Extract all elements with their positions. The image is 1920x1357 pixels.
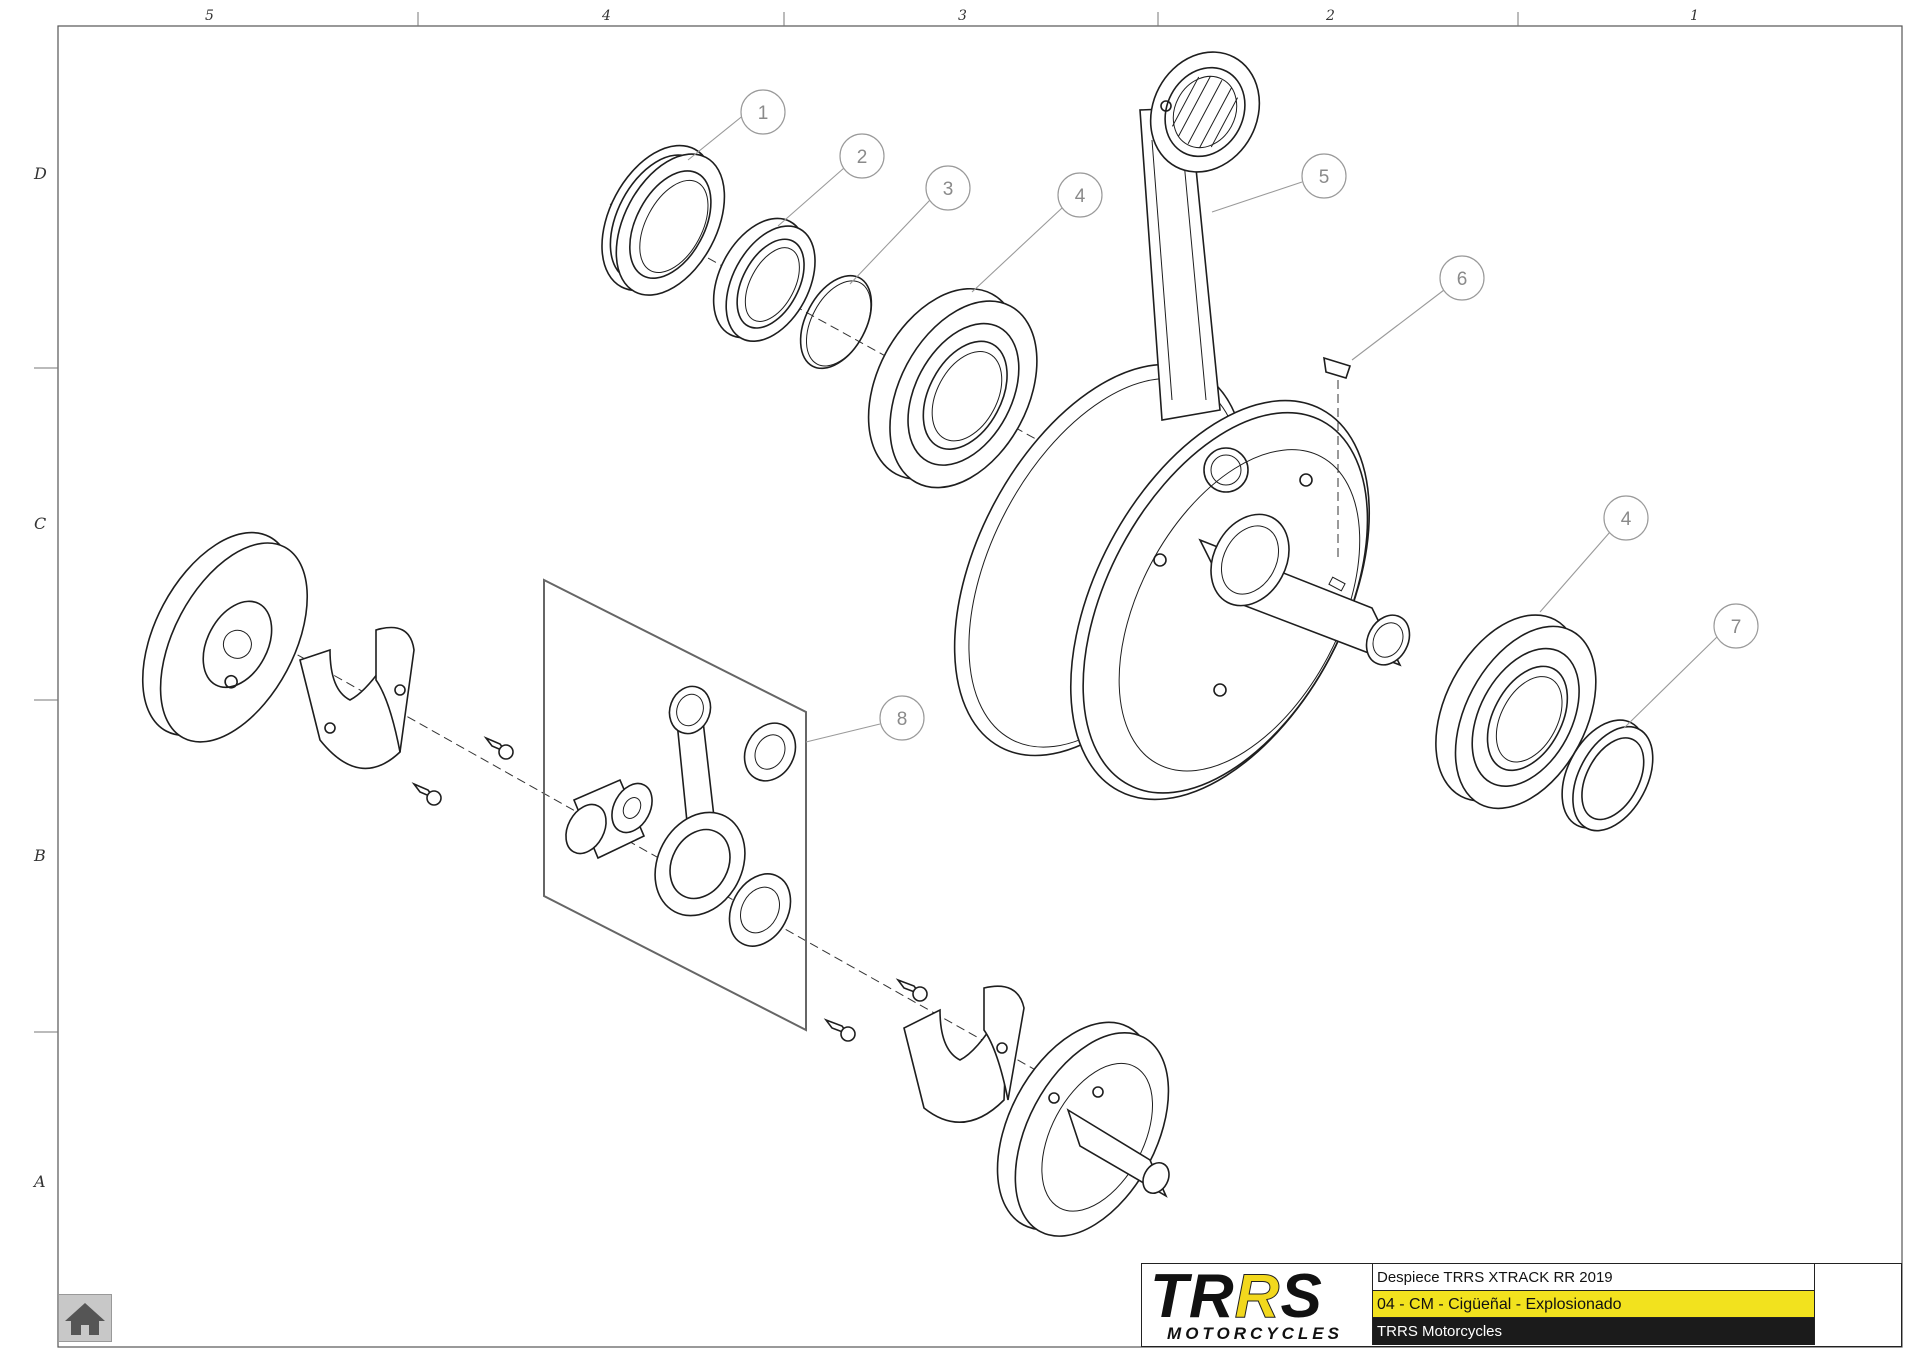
right-flywheel-half	[996, 1021, 1170, 1237]
small-end-bearing	[743, 722, 797, 782]
left-flywheel-half	[141, 531, 309, 743]
drawing-title: Despiece TRRS XTRACK RR 2019	[1373, 1264, 1814, 1291]
woodruff-key-6	[1323, 356, 1352, 560]
callout-4a: 4	[971, 172, 1103, 293]
svg-text:7: 7	[1731, 617, 1742, 638]
callout-7: 7	[1623, 603, 1759, 729]
bearing-4-lower	[1435, 614, 1597, 810]
emblem-cell	[1814, 1264, 1901, 1345]
svg-text:8: 8	[897, 709, 908, 730]
home-icon	[65, 1303, 105, 1335]
screw-upper-right	[895, 978, 928, 1002]
screw-upper-left	[483, 736, 514, 760]
home-button[interactable]	[58, 1294, 112, 1342]
crankshaft-assembly	[953, 51, 1411, 801]
zone-top-5: 5	[205, 8, 214, 24]
connecting-rod-5	[1139, 51, 1261, 421]
svg-text:2: 2	[857, 147, 868, 168]
oil-seal-7	[1561, 719, 1654, 832]
trrs-logo: TRRS MOTORCYCLES	[1142, 1264, 1373, 1345]
svg-text:3: 3	[943, 179, 954, 200]
drawing-frame	[57, 25, 1903, 1348]
zone-top-3: 3	[958, 8, 967, 24]
callout-8: 8	[805, 695, 925, 743]
drawing-subtitle: 04 - CM - Cigüeñal - Explosionado	[1373, 1291, 1814, 1318]
logo-wordmark: TRRS	[1150, 1262, 1323, 1331]
callout-3: 3	[849, 165, 971, 285]
svg-text:6: 6	[1457, 269, 1468, 290]
right-counterweight	[903, 985, 1025, 1123]
callout-1: 1	[687, 89, 786, 161]
o-ring-3	[799, 274, 873, 370]
callout-5: 5	[1211, 153, 1347, 213]
svg-text:1: 1	[758, 103, 769, 124]
drawing-company: TRRS Motorcycles	[1373, 1318, 1814, 1345]
zone-left-d: D	[34, 164, 47, 183]
zone-top-1: 1	[1690, 8, 1699, 24]
svg-text:4: 4	[1075, 186, 1086, 207]
screw-lower-left	[411, 782, 442, 806]
zone-left-a: A	[34, 1172, 46, 1191]
left-counterweight	[299, 626, 415, 770]
zone-left-c: C	[34, 514, 47, 533]
callout-2: 2	[777, 133, 885, 227]
callout-4b: 4	[1539, 495, 1649, 613]
bearing-4-upper	[867, 287, 1038, 489]
title-block: TRRS MOTORCYCLES Despiece TRRS XTRACK RR…	[1141, 1263, 1902, 1347]
crank-pin	[565, 778, 653, 860]
logo-subtitle: MOTORCYCLES	[1167, 1324, 1343, 1343]
big-end-bearing	[728, 873, 792, 947]
spacer-ring-2	[712, 217, 816, 343]
zone-left-b: B	[34, 846, 46, 865]
connecting-rod-sub	[654, 685, 746, 917]
zone-top-4: 4	[602, 8, 611, 24]
svg-text:5: 5	[1319, 167, 1330, 188]
callout-6: 6	[1351, 255, 1485, 361]
zone-top-2: 2	[1326, 8, 1335, 24]
svg-text:4: 4	[1621, 509, 1632, 530]
zone-ticks	[34, 12, 1519, 1033]
screw-lower-right	[823, 1018, 856, 1042]
sub-assembly-box-8	[543, 578, 807, 1032]
